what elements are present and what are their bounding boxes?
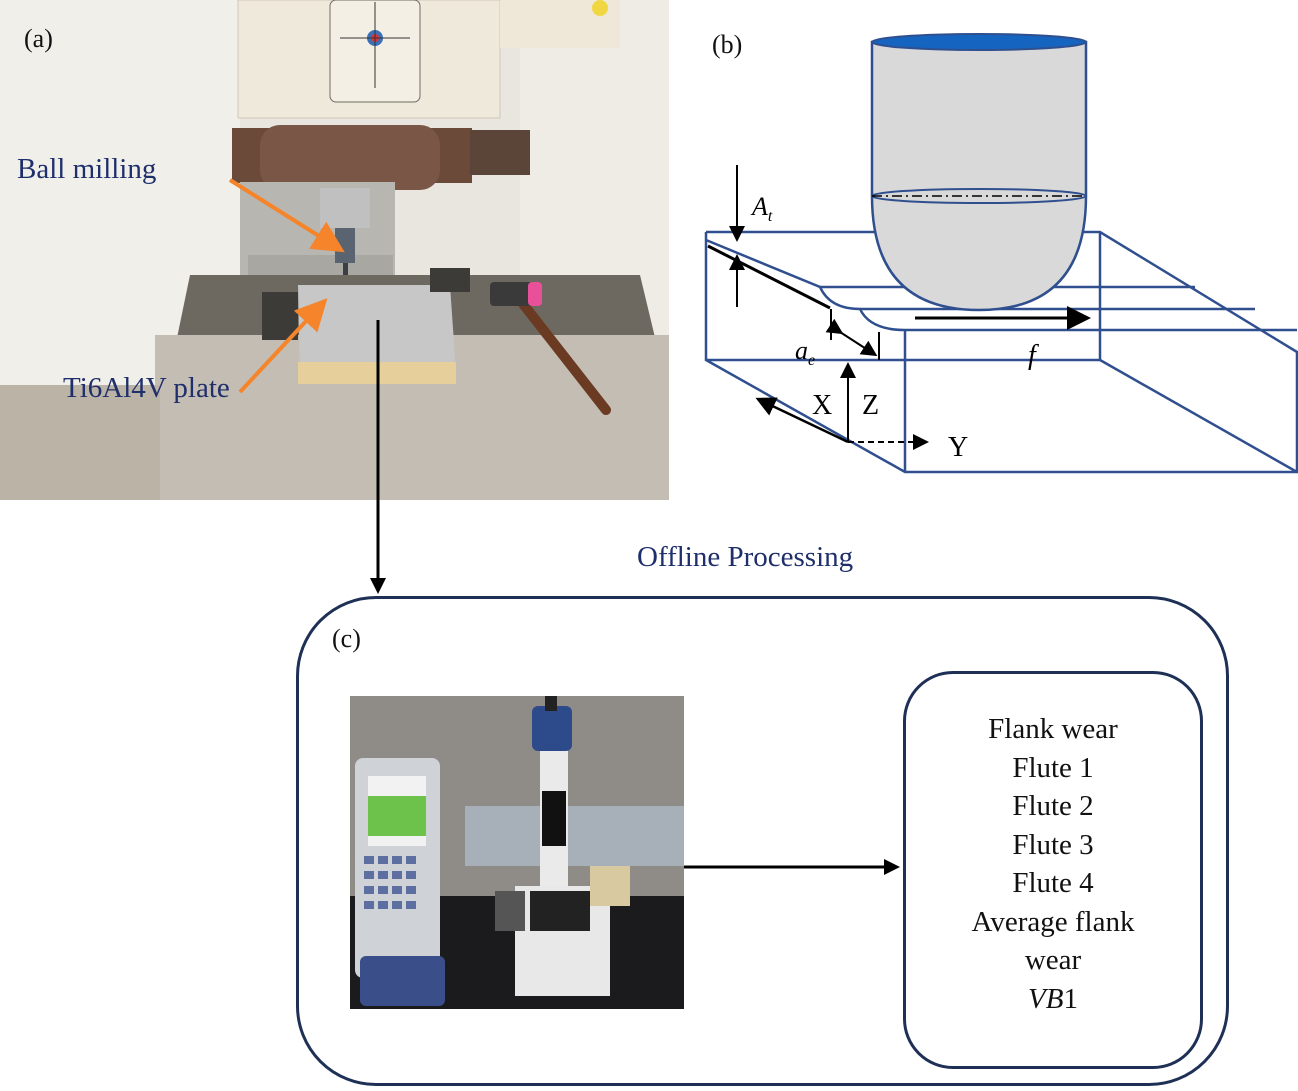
x-axis-label: X: [812, 390, 833, 421]
axial-depth-symbol: At: [752, 192, 773, 226]
result-line: Flank wear: [988, 713, 1118, 745]
feed-symbol: f: [1028, 340, 1036, 371]
flank-wear-results-box: Flank wear Flute 1 Flute 2 Flute 3 Flute…: [903, 671, 1203, 1069]
microscope-photo-illustration: [350, 696, 684, 1009]
flow-arrow-right: [684, 859, 900, 875]
z-axis-label: Z: [862, 390, 880, 421]
callout-arrows: [228, 178, 345, 394]
result-line: Average flank: [971, 905, 1135, 938]
flow-arrow-down: [370, 320, 386, 594]
plate-callout: Ti6Al4V plate: [63, 372, 230, 404]
result-line: Flute 2: [1012, 790, 1094, 822]
plate-arrow: [238, 298, 328, 394]
radial-depth-symbol: ae: [795, 336, 816, 370]
radial-depth-arrow: [825, 318, 878, 357]
ball-milling-callout: Ball milling: [17, 153, 157, 185]
x-axis-arrow: [755, 397, 849, 444]
ball-end-mill-schematic: [704, 33, 1298, 474]
vb-symbol: VB1: [1028, 982, 1078, 1015]
y-axis-label: Y: [948, 432, 969, 463]
panel-b-label: (b): [712, 30, 743, 59]
result-line: Flute 3: [1012, 828, 1094, 861]
panel-c-label: (c): [332, 624, 361, 653]
ball-milling-arrow: [228, 178, 345, 253]
machining-setup-photo: [0, 0, 669, 500]
panel-a-label: (a): [24, 24, 53, 53]
offline-processing-box: [296, 596, 1229, 1086]
result-line: wear: [1024, 944, 1082, 976]
ball-end-mill-tool: [870, 33, 1088, 312]
microscope-setup-photo: [350, 696, 684, 1009]
offline-processing-title: Offline Processing: [637, 541, 854, 573]
machine-photo-illustration: [0, 0, 669, 500]
result-line: Flute 4: [1012, 867, 1094, 899]
result-line: Flute 1: [1012, 751, 1094, 784]
